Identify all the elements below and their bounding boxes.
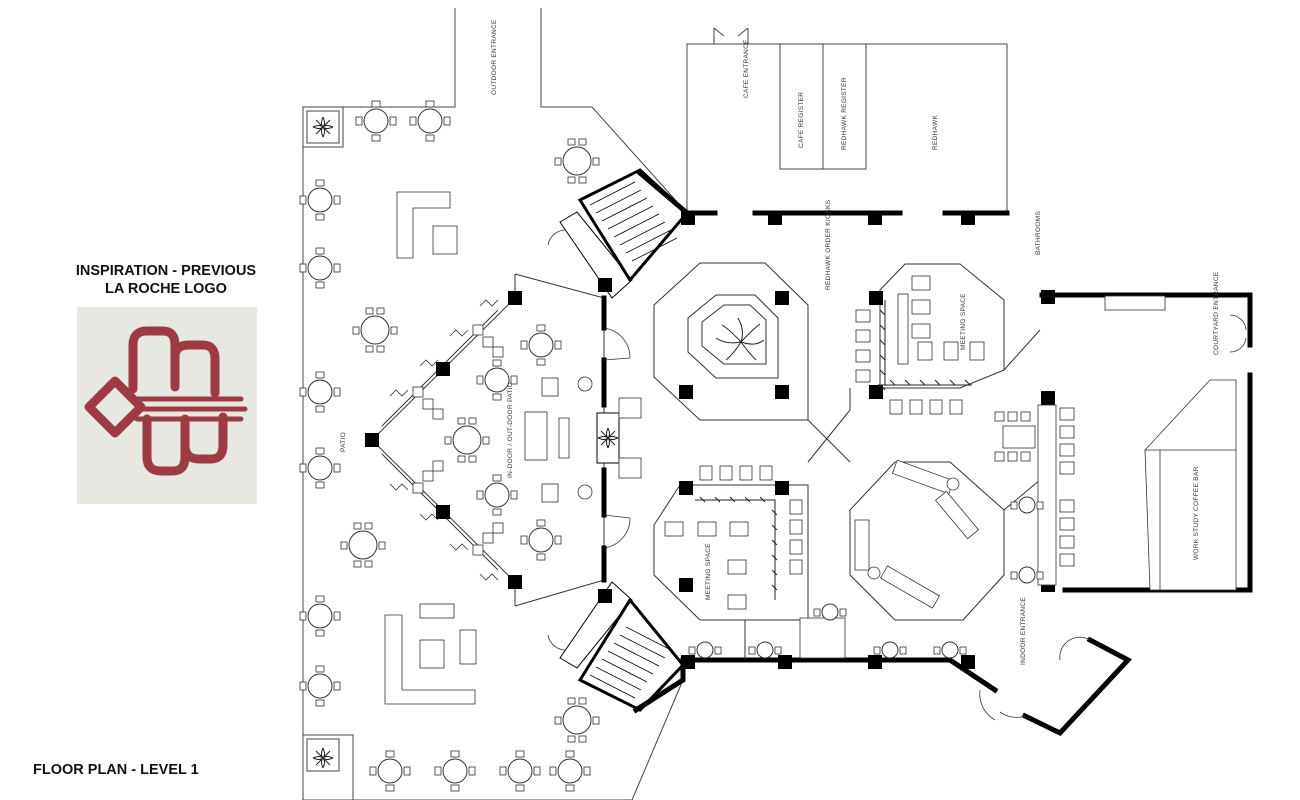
label-indoor-outdoor-patio: IN-DOOR / OUT-DOOR PATIO bbox=[507, 382, 514, 478]
label-work-study-coffee-bar: WORK STUDY COFFEE BAR bbox=[1193, 466, 1200, 560]
label-meeting-space-top: MEETING SPACE bbox=[960, 293, 967, 350]
inspiration-title-line1: INSPIRATION - PREVIOUS bbox=[75, 263, 257, 279]
label-redhawk: REDHAWK bbox=[932, 115, 939, 150]
label-cafe-entrance: CAFE ENTRANCE bbox=[743, 39, 750, 98]
floor-plan-title: FLOOR PLAN - LEVEL 1 bbox=[33, 762, 199, 778]
label-outdoor-entrance: OUTDOOR ENTRANCE bbox=[491, 19, 498, 95]
label-indoor-entrance: INDOOR ENTRANCE bbox=[1020, 597, 1027, 665]
label-redhawk-order-kiosks: REDHAWK ORDER KIOSKS bbox=[825, 199, 832, 290]
la-roche-logo-icon bbox=[84, 326, 248, 476]
label-meeting-space-bottom: MEETING SPACE bbox=[705, 543, 712, 600]
label-bathrooms: BATHROOMS bbox=[1035, 211, 1042, 255]
label-cafe-register: CAFE REGISTER bbox=[798, 92, 805, 148]
inspiration-title: INSPIRATION - PREVIOUS LA ROCHE LOGO bbox=[60, 262, 272, 298]
la-roche-logo-photo bbox=[77, 307, 257, 504]
label-redhawk-register: REDHAWK REGISTER bbox=[841, 77, 848, 150]
label-courtyard-entrance: COURTYARD ENTRANCE bbox=[1213, 271, 1220, 355]
label-patio: PATIO bbox=[340, 432, 347, 452]
inspiration-title-line2: LA ROCHE LOGO bbox=[105, 281, 227, 297]
